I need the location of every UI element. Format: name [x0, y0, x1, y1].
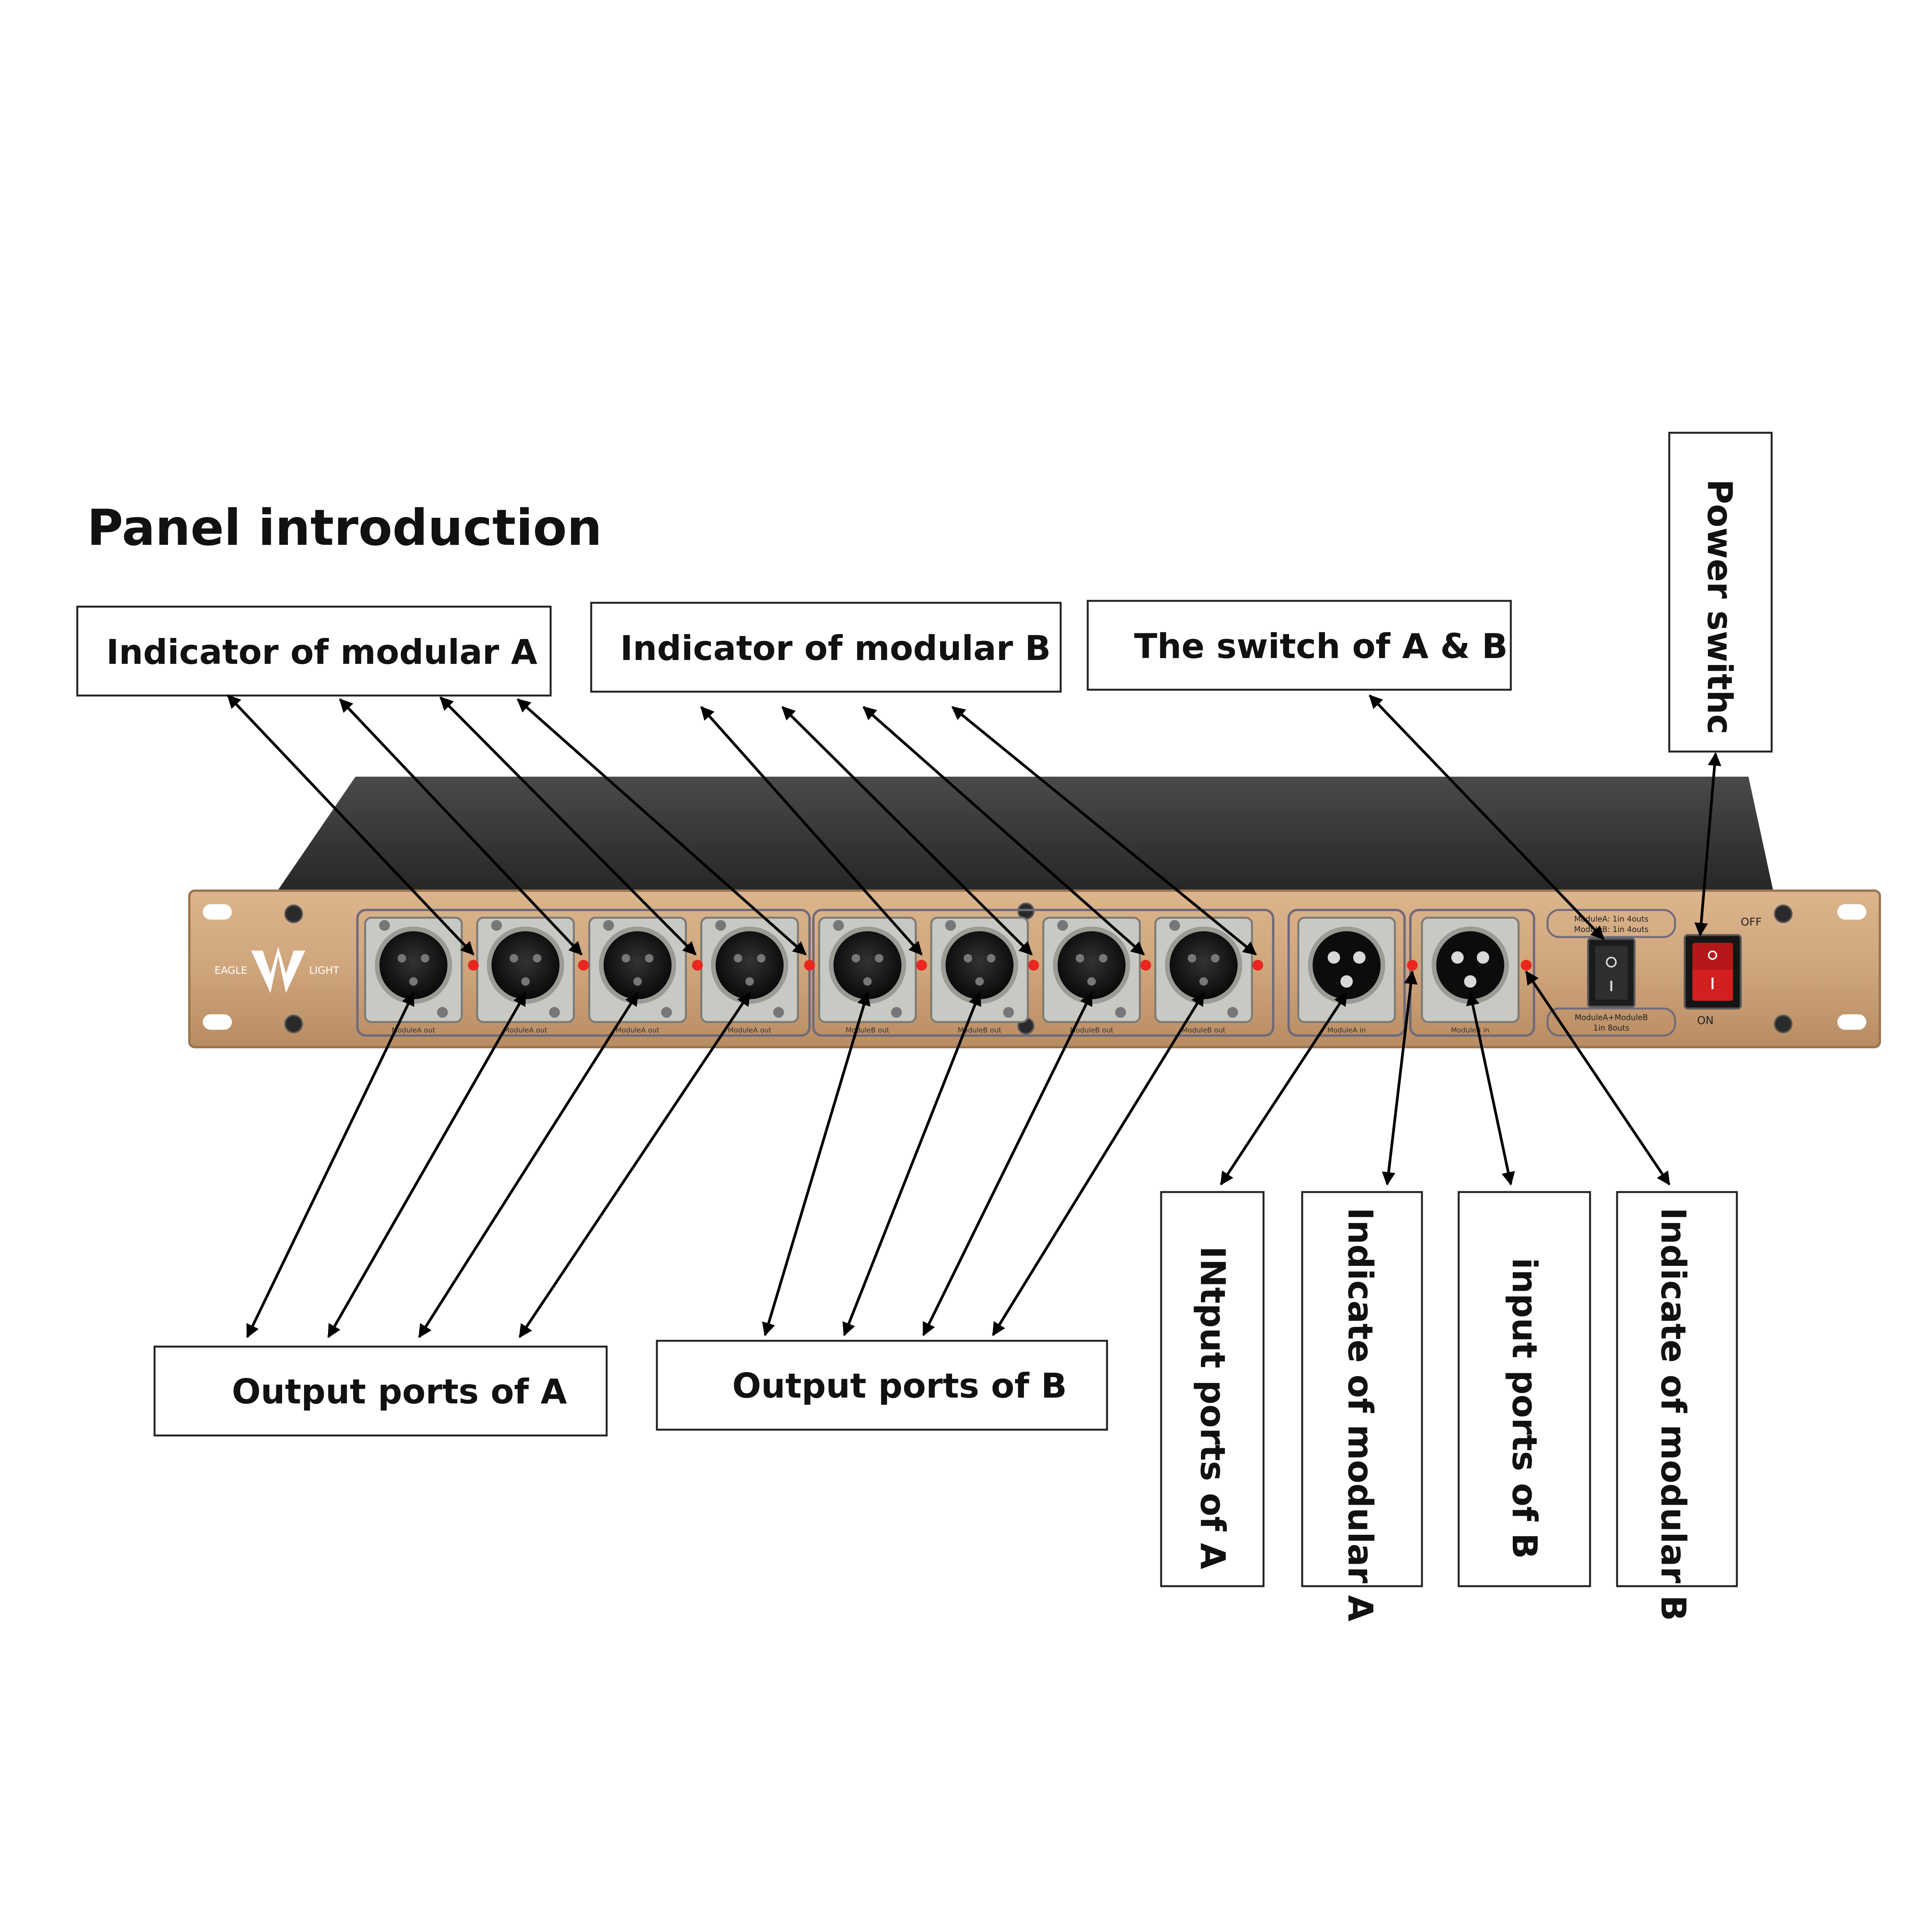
- output-port-b-3[interactable]: ModuleB out: [1042, 917, 1141, 1034]
- switch-legend-top-line2: ModuleB: 1in 4outs: [1574, 925, 1649, 934]
- label-input-b: input ports of B: [1458, 1191, 1591, 1587]
- output-port-a-3[interactable]: ModuleA out: [588, 917, 687, 1034]
- arrow-output-b-4: [992, 992, 1205, 1336]
- logo-text-right: LIGHT: [309, 965, 339, 976]
- led-b-3: [1140, 960, 1151, 971]
- port-caption: ModuleA out: [504, 1026, 548, 1034]
- label-indicate-modular-b: Indicate of modular B: [1616, 1191, 1738, 1621]
- svg-text:Output ports of A: Output ports of A: [232, 1372, 567, 1412]
- led-b-4: [1252, 960, 1263, 971]
- power-on-label: ON: [1697, 1014, 1714, 1027]
- rack-slot: [203, 1014, 232, 1030]
- port-caption: ModuleB out: [845, 1026, 889, 1034]
- port-caption: ModuleA out: [728, 1026, 772, 1034]
- svg-text:The switch of A & B: The switch of A & B: [1134, 626, 1508, 666]
- port-caption: ModuleA in: [1327, 1026, 1366, 1034]
- arrow-input-b: [1466, 992, 1515, 1186]
- switch-legend-bottom-line1: ModuleA+ModuleB: [1575, 1013, 1648, 1022]
- output-port-b-4[interactable]: ModuleB out: [1154, 917, 1253, 1034]
- label-switch-ab: The switch of A & B: [1087, 600, 1512, 691]
- svg-text:Indicator of modular A: Indicator of modular A: [106, 632, 537, 672]
- label-input-a: INtput ports of A: [1160, 1191, 1265, 1587]
- input-port-b[interactable]: ModuleB in: [1421, 917, 1520, 1034]
- logo-mark: [251, 947, 305, 993]
- label-indicator-a-top: Indicator of modular A: [76, 605, 552, 697]
- label-power-switch: Power swithc: [1668, 432, 1773, 753]
- port-caption: ModuleB in: [1451, 1026, 1490, 1034]
- power-off-label: OFF: [1741, 915, 1762, 928]
- arrow-power-switch: [1694, 752, 1721, 937]
- output-port-b-1[interactable]: ModuleB out: [818, 917, 917, 1034]
- device-top-cover: [276, 777, 1774, 893]
- rack-slot: [1837, 1014, 1866, 1030]
- label-output-b: Output ports of B: [656, 1340, 1108, 1431]
- eagle-light-logo: EAGLE LIGHT: [214, 947, 339, 993]
- arrow-switch-ab: [1369, 694, 1605, 940]
- label-indicator-b-top: Indicator of modular B: [590, 602, 1062, 693]
- port-caption: ModuleB out: [1182, 1026, 1225, 1034]
- callout-arrows: [227, 694, 1721, 1338]
- svg-text:Output ports of B: Output ports of B: [732, 1366, 1067, 1406]
- input-port-a[interactable]: ModuleA in: [1297, 917, 1396, 1034]
- output-port-a-1[interactable]: ModuleA out: [364, 917, 463, 1034]
- arrow-output-a-4: [519, 992, 751, 1338]
- led-b-2: [1028, 960, 1039, 971]
- arrow-indicate-b: [1525, 971, 1670, 1185]
- svg-text:Power swithc: Power swithc: [1700, 479, 1740, 735]
- label-indicate-modular-a: Indicate of modular A: [1301, 1191, 1423, 1621]
- port-caption: ModuleB out: [1070, 1026, 1113, 1034]
- svg-text:Indicate of modular A: Indicate of modular A: [1340, 1208, 1380, 1621]
- rack-slot: [203, 904, 232, 920]
- arrow-indicator-b-4: [951, 706, 1257, 956]
- ab-mode-switch[interactable]: [1587, 938, 1636, 1008]
- led-input-b: [1521, 960, 1532, 971]
- led-input-a: [1407, 960, 1418, 971]
- led-b-1: [916, 960, 927, 971]
- indicator-leds: [468, 960, 1532, 971]
- logo-text-left: EAGLE: [214, 965, 247, 976]
- svg-text:INtput ports of A: INtput ports of A: [1193, 1246, 1233, 1569]
- svg-text:Indicate of modular B: Indicate of modular B: [1653, 1208, 1693, 1621]
- output-port-a-2[interactable]: ModuleA out: [476, 917, 575, 1034]
- switch-legend-bottom-line2: 1in 8outs: [1593, 1023, 1629, 1032]
- led-a-1: [468, 960, 479, 971]
- arrow-input-a: [1220, 992, 1348, 1185]
- svg-text:input ports of B: input ports of B: [1505, 1258, 1544, 1559]
- port-caption: ModuleA out: [616, 1026, 660, 1034]
- svg-text:Indicator of modular B: Indicator of modular B: [620, 628, 1051, 668]
- led-a-2: [578, 960, 589, 971]
- label-output-a: Output ports of A: [153, 1345, 608, 1437]
- led-a-4: [804, 960, 815, 971]
- dmx-splitter-device: EAGLE LIGHT ModuleA: 1in 4outs ModuleB: …: [188, 777, 1881, 1048]
- led-a-3: [692, 960, 703, 971]
- rack-slot: [1837, 904, 1866, 920]
- arrow-indicate-a: [1382, 970, 1418, 1186]
- page-title: Panel introduction: [87, 499, 602, 557]
